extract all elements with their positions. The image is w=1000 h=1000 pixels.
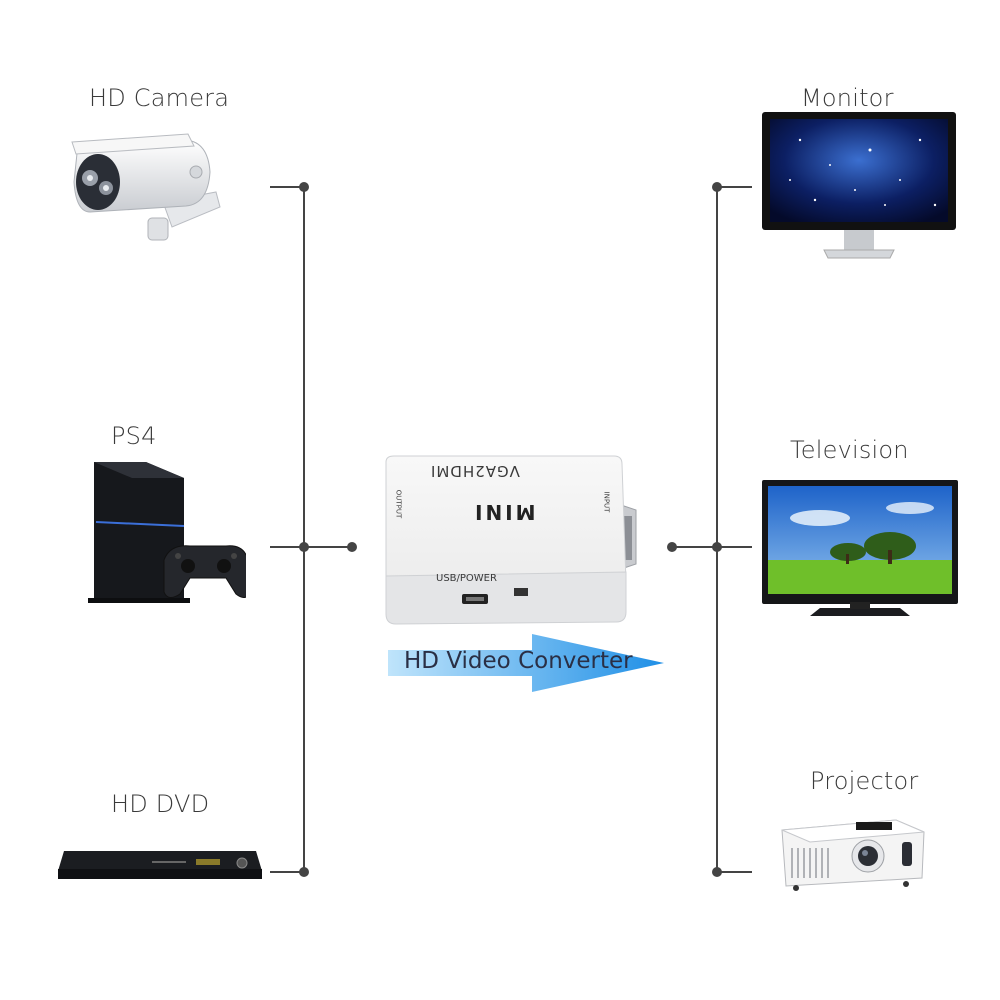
converter-input-text: INPUT: [602, 491, 611, 513]
converter-brand-text: MINI: [472, 500, 536, 524]
converter-output-text: OUTPUT: [394, 489, 403, 519]
converter-model-text: VGA2HDMI: [430, 462, 520, 480]
monitor-image: [762, 112, 956, 259]
hd-dvd-player-image: [58, 851, 262, 879]
label-hd-camera: HD Camera: [89, 84, 230, 112]
label-projector: Projector: [810, 767, 919, 795]
arrow-caption: HD Video Converter: [404, 648, 633, 674]
projector-image: [781, 819, 925, 891]
converter-box: [385, 455, 637, 625]
label-television: Television: [790, 436, 909, 464]
label-monitor: Monitor: [801, 84, 894, 112]
arrow-right-icon: [388, 634, 664, 692]
label-ps4: PS4: [111, 422, 157, 450]
converter-usb-power-text: USB/POWER: [436, 573, 497, 584]
hd-camera-image: [71, 133, 221, 241]
label-hd-dvd: HD DVD: [111, 790, 210, 818]
television-image: [762, 480, 958, 616]
ps4-image: [88, 462, 246, 603]
